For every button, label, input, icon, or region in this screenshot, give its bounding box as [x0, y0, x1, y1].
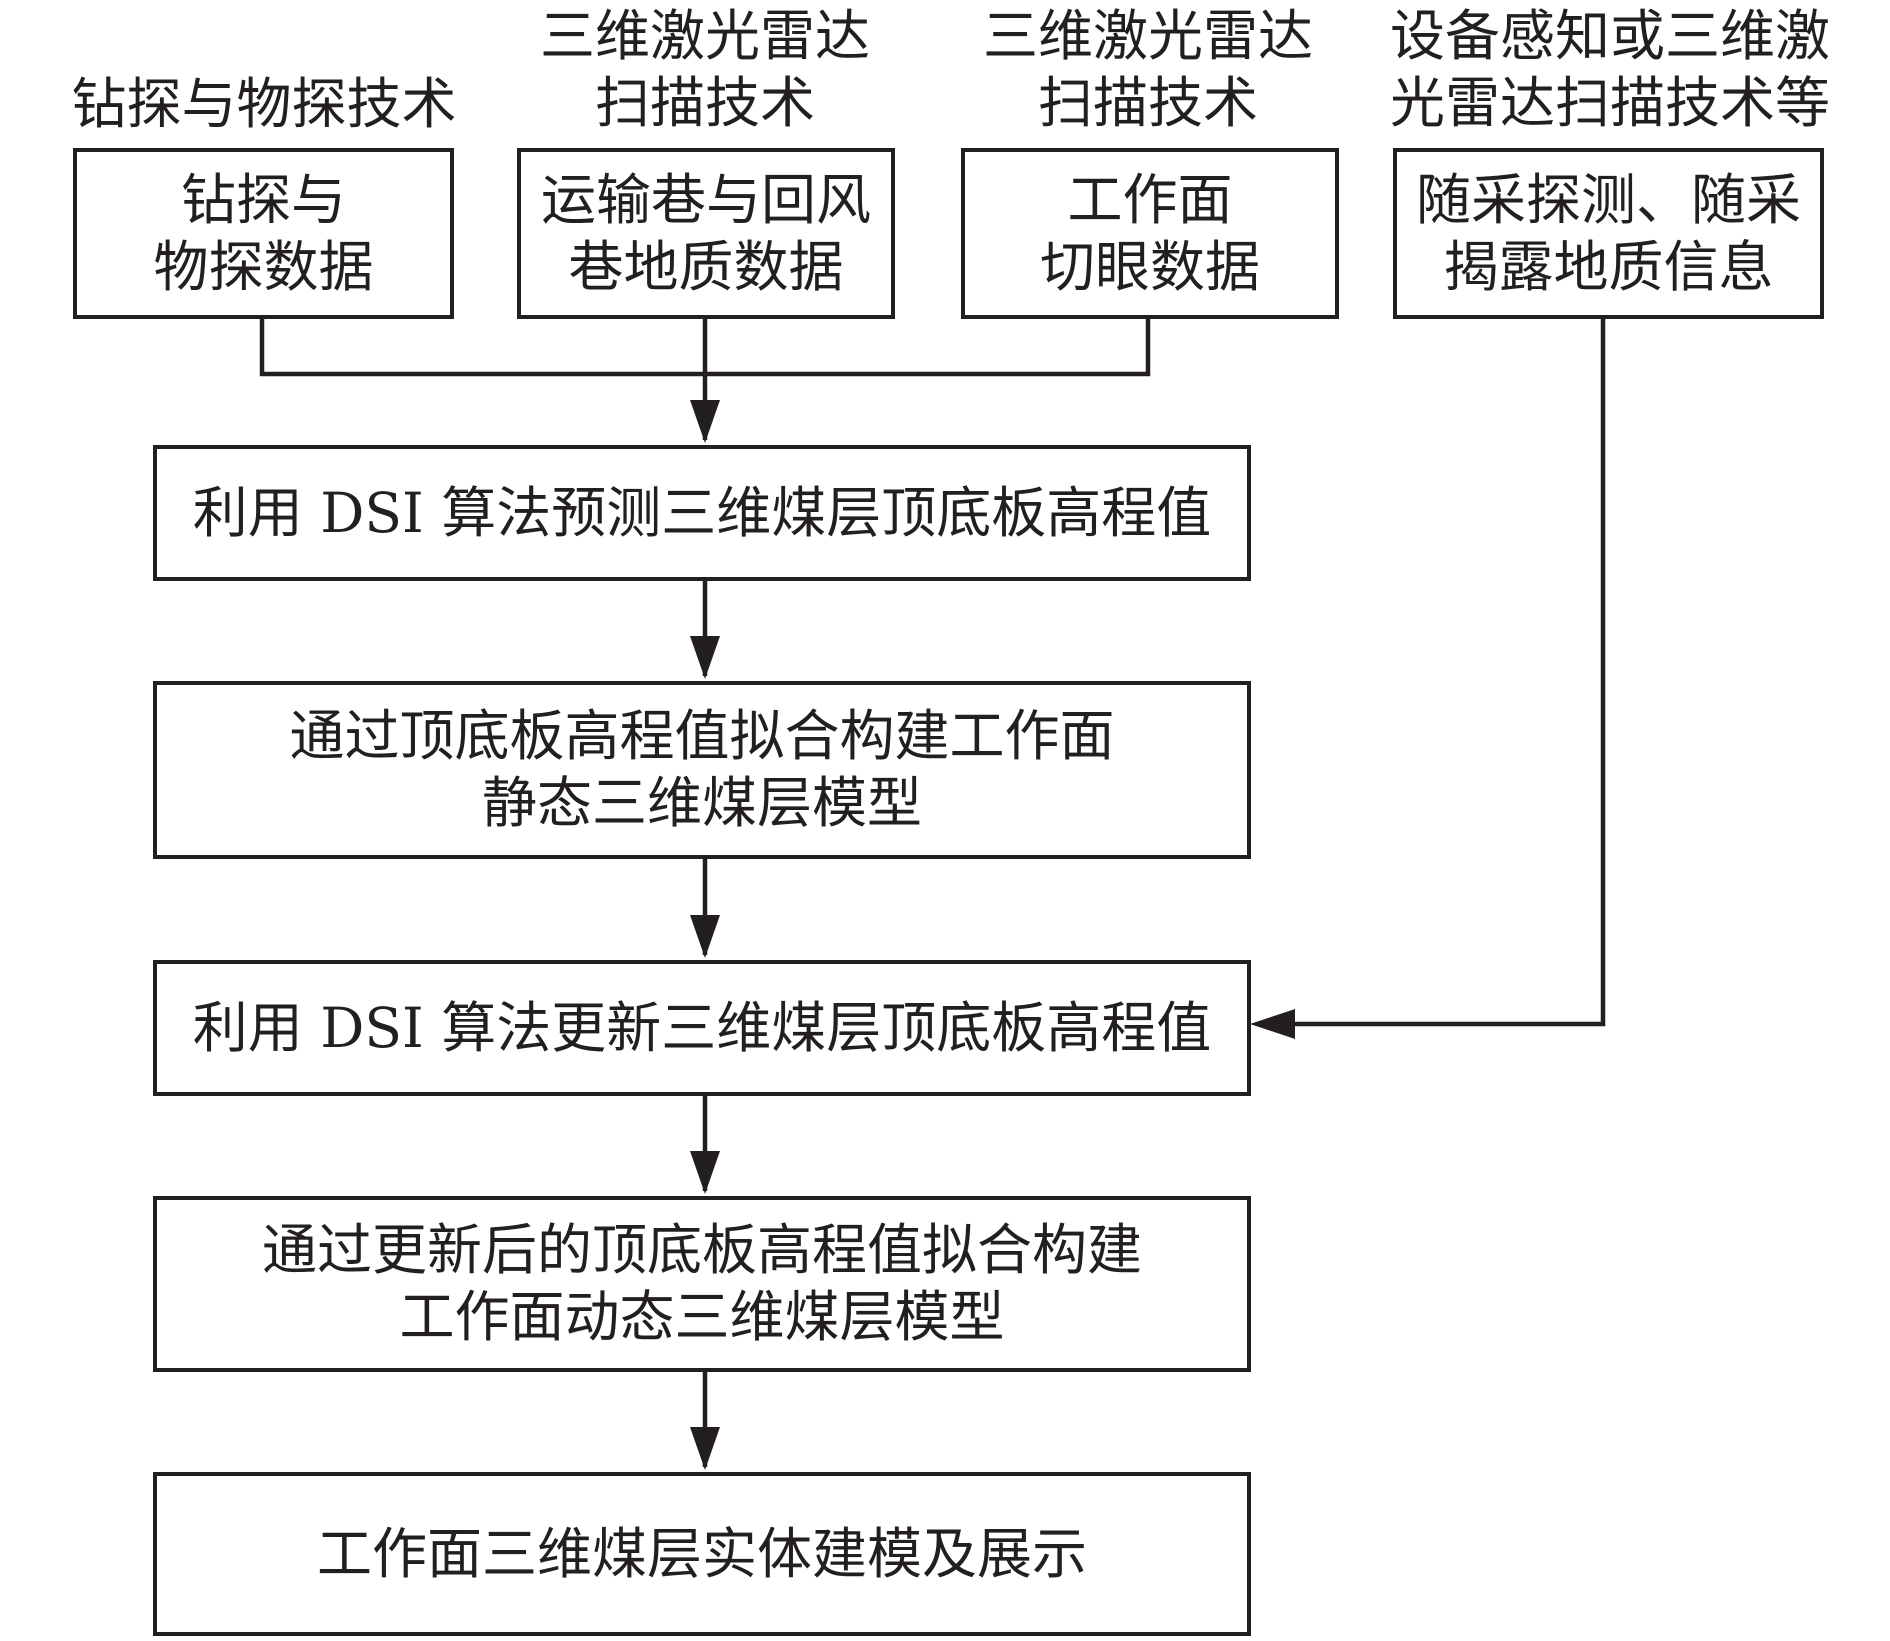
step-4-line-2: 工作面动态三维煤层模型 [399, 1285, 1005, 1349]
step-3-update-elevation: 利用 DSI 算法更新三维煤层顶底板高程值 [153, 960, 1251, 1096]
step-2-line-2: 静态三维煤层模型 [481, 771, 922, 835]
source-label-2-line-2: 扫描技术 [594, 71, 815, 135]
arrowhead-step-2 [690, 636, 720, 679]
source-box-4-line-2: 揭露地质信息 [1443, 234, 1774, 299]
source-label-4: 设备感知或三维激 光雷达扫描技术等 [1365, 3, 1855, 137]
source-box-1-line-1: 钻探与 [180, 167, 346, 232]
arrowhead-step-5 [690, 1427, 720, 1470]
source-box-3: 工作面 切眼数据 [961, 148, 1339, 319]
source-box-2: 运输巷与回风 巷地质数据 [517, 148, 895, 319]
source-label-2: 三维激光雷达 扫描技术 [515, 3, 895, 137]
source-box-2-line-2: 巷地质数据 [568, 234, 844, 299]
step-5-line-1: 工作面三维煤层实体建模及展示 [316, 1521, 1087, 1586]
arrowhead-step-1 [690, 400, 720, 443]
step-2-static-model: 通过顶底板高程值拟合构建工作面 静态三维煤层模型 [153, 681, 1251, 859]
source-box-1-line-2: 物探数据 [153, 234, 374, 299]
step-1-predict-elevation: 利用 DSI 算法预测三维煤层顶底板高程值 [153, 445, 1251, 581]
step-5-solid-modeling: 工作面三维煤层实体建模及展示 [153, 1472, 1251, 1636]
source-label-2-line-1: 三维激光雷达 [539, 4, 870, 68]
source-box-3-line-1: 工作面 [1067, 167, 1233, 232]
step-3-line-1: 利用 DSI 算法更新三维煤层顶底板高程值 [192, 995, 1212, 1060]
step-4-dynamic-model: 通过更新后的顶底板高程值拟合构建 工作面动态三维煤层模型 [153, 1196, 1251, 1372]
step-2-line-1: 通过顶底板高程值拟合构建工作面 [289, 704, 1115, 768]
source-box-4: 随采探测、随采 揭露地质信息 [1393, 148, 1824, 319]
arrowhead-step-4 [690, 1151, 720, 1194]
feedback-connector [1290, 317, 1606, 1027]
source-label-3-line-2: 扫描技术 [1037, 71, 1258, 135]
source-box-4-line-1: 随采探测、随采 [1415, 167, 1801, 232]
source-label-3-line-1: 三维激光雷达 [982, 4, 1313, 68]
step-4-line-1: 通过更新后的顶底板高程值拟合构建 [261, 1218, 1142, 1282]
source-label-3: 三维激光雷达 扫描技术 [958, 3, 1338, 137]
source-label-4-line-2: 光雷达扫描技术等 [1389, 71, 1830, 135]
source-label-1-line-1: 钻探与物探技术 [71, 72, 457, 136]
arrowhead-step-3 [690, 915, 720, 958]
source-label-4-line-1: 设备感知或三维激 [1389, 4, 1830, 68]
step-1-line-1: 利用 DSI 算法预测三维煤层顶底板高程值 [192, 480, 1212, 545]
source-box-2-line-1: 运输巷与回风 [540, 167, 871, 232]
source-box-3-line-2: 切眼数据 [1039, 234, 1260, 299]
arrowhead-feedback [1250, 1009, 1295, 1039]
source-box-1: 钻探与 物探数据 [73, 148, 454, 319]
source-label-1: 钻探与物探技术 [55, 71, 473, 138]
